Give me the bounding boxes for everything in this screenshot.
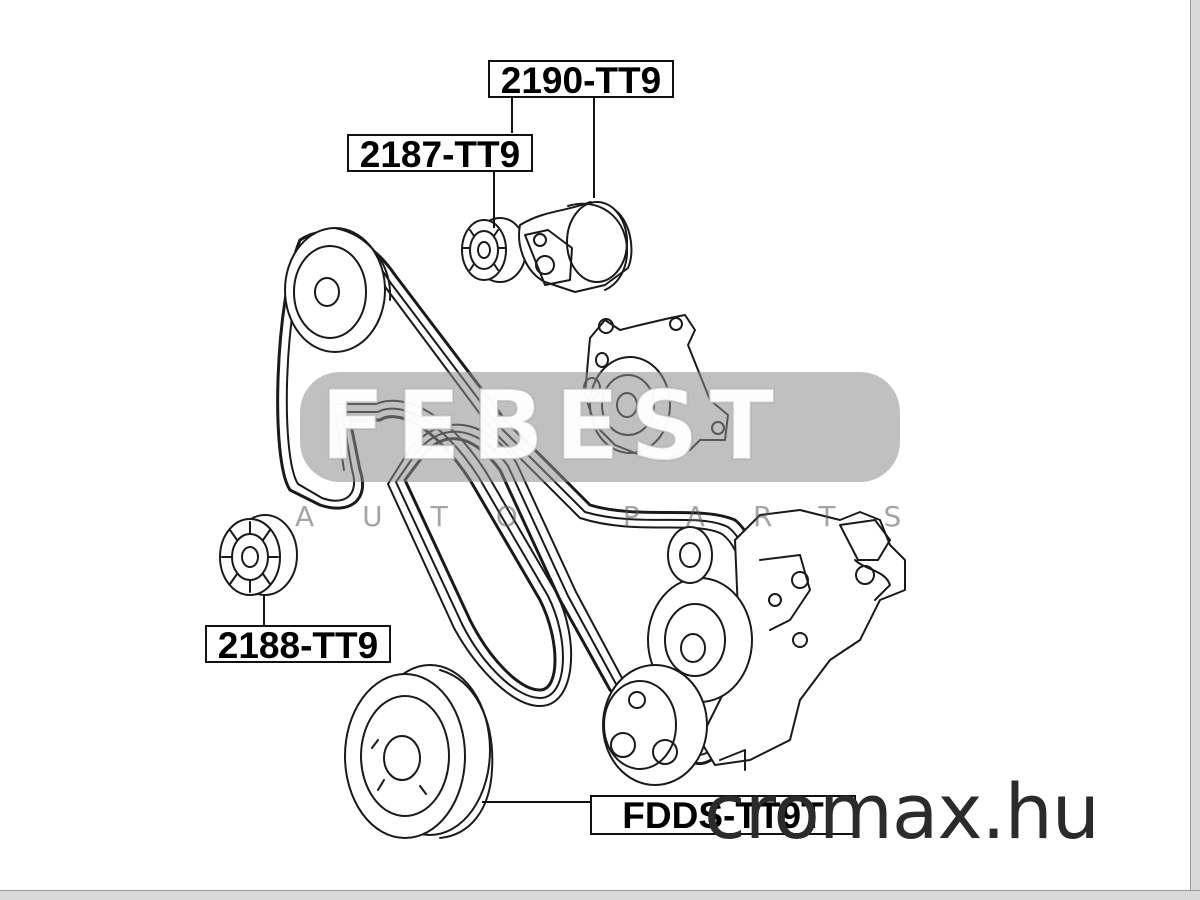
pump-assembly <box>602 509 906 786</box>
idler-pulley <box>219 514 298 596</box>
part-label-crankshaft-pulley: FDDS-TT9T <box>590 795 856 835</box>
watermark-brand-text: FEBEST <box>319 370 785 482</box>
site-watermark: cromax.hu <box>704 767 1100 856</box>
crankshaft-pulley <box>344 664 494 839</box>
leader-lines <box>263 98 595 803</box>
part-label-idler-pulley: 2188-TT9 <box>205 625 391 664</box>
frame-edge-right <box>1190 0 1200 900</box>
part-label-tensioner-assembly: 2190-TT9 <box>488 60 674 99</box>
tensioner-pulley <box>461 217 527 283</box>
tensioner-assembly <box>518 201 633 293</box>
watermark-tagline: AUTO PARTS <box>295 500 950 533</box>
watermark-band <box>300 372 900 482</box>
part-label-tensioner-pulley: 2187-TT9 <box>347 134 533 173</box>
upper-pulley <box>284 227 392 353</box>
frame-edge-bottom <box>0 890 1200 900</box>
